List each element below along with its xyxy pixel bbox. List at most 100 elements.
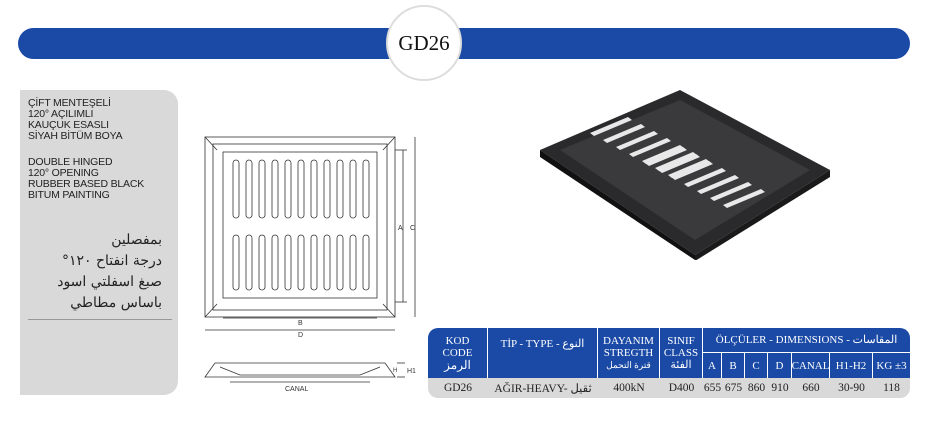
- header-text: KOD: [445, 335, 470, 347]
- desc-line: بمفصلين: [111, 232, 162, 248]
- header-text: CLASS: [663, 347, 699, 359]
- cell-strength: 400kN: [613, 382, 645, 394]
- label-c: C: [410, 225, 415, 232]
- cell-type: AĞIR-HEAVY- ثقيل: [494, 383, 592, 395]
- product-code: GD26: [398, 30, 450, 55]
- header-text: TİP - TYPE - النوع: [500, 338, 585, 350]
- header-b: B: [722, 352, 745, 378]
- grate-slot: [697, 175, 739, 194]
- grate-slot: [349, 159, 357, 219]
- grate-slot: [323, 159, 331, 219]
- grate-slot: [297, 234, 305, 291]
- cell-a: 655: [703, 382, 722, 394]
- label-a: A: [398, 225, 403, 232]
- header-canal: CANAL: [792, 352, 830, 378]
- desc-line: صبغ اسفلتي اسود: [57, 274, 162, 290]
- header-kg: KG ±3: [873, 352, 910, 378]
- desc-line: SİYAH BİTÜM BOYA: [28, 130, 123, 142]
- desc-line: 120° OPENING: [28, 167, 99, 179]
- label-d: D: [298, 332, 303, 339]
- grate-slot: [629, 138, 671, 157]
- desc-line: BITUM PAINTING: [28, 189, 110, 201]
- cell-b: 675: [724, 382, 743, 394]
- grate-slot: [616, 131, 658, 150]
- desc-line: 120° AÇILIMLI: [28, 108, 94, 120]
- grate-slot: [271, 159, 279, 219]
- cell-d: 910: [771, 382, 789, 394]
- desc-line: ÇİFT MENTEŞELİ: [28, 97, 111, 109]
- header-d: D: [768, 352, 792, 378]
- header-a: A: [703, 352, 722, 378]
- label-b: B: [298, 320, 303, 327]
- grate-slot: [245, 234, 253, 291]
- grate-slot: [245, 159, 253, 219]
- header-class: SINIF CLASS الفئة: [660, 328, 703, 378]
- grate-slot: [323, 234, 331, 291]
- grate-slot: [362, 234, 370, 291]
- header-text: الفئة: [670, 359, 692, 371]
- cell-canal: 660: [802, 382, 820, 394]
- grate-slot: [284, 234, 292, 291]
- desc-line: RUBBER BASED BLACK: [28, 178, 145, 190]
- label-h1: H1: [407, 368, 416, 375]
- product-photo: [540, 90, 830, 260]
- english-description: DOUBLE HINGED 120° OPENING RUBBER BASED …: [28, 157, 144, 201]
- grate-slot: [258, 234, 266, 291]
- table-row: GD26 AĞIR-HEAVY- ثقيل 400kN D400 655 675…: [428, 378, 910, 398]
- specification-table: KOD CODE الرمز TİP - TYPE - النوع DAYANI…: [428, 328, 910, 398]
- desc-line: درجة انفتاح ١٢٠°: [61, 253, 162, 269]
- header-code: KOD CODE الرمز: [428, 328, 488, 378]
- grate-slot: [603, 124, 645, 143]
- header-text: ÖLÇÜLER - DIMENSIONS - المقاسات: [715, 334, 898, 346]
- description-panel: ÇİFT MENTEŞELİ 120° AÇILIMLI KAUÇUK ESAS…: [20, 90, 178, 395]
- grate-slot: [336, 234, 344, 291]
- top-view-drawing: A C B D: [204, 136, 416, 339]
- grate-slot: [232, 159, 240, 219]
- header-strength: DAYANIM STREGTH قترة التحمل: [598, 328, 660, 378]
- divider: [28, 319, 172, 320]
- grate-slot: [655, 152, 697, 171]
- header-text: STREGTH: [603, 347, 654, 359]
- product-code-badge: GD26: [386, 5, 462, 81]
- grate-slot: [284, 159, 292, 219]
- grate-slot: [271, 234, 279, 291]
- side-view-drawing: H H1 CANAL: [204, 362, 416, 393]
- grate-slot: [258, 159, 266, 219]
- cell-kg: 118: [883, 382, 900, 394]
- cell-c: 860: [747, 382, 766, 394]
- turkish-description: ÇİFT MENTEŞELİ 120° AÇILIMLI KAUÇUK ESAS…: [28, 97, 123, 142]
- grate-slot: [232, 234, 240, 291]
- grate-slot: [310, 159, 318, 219]
- grate-slot: [671, 161, 713, 180]
- header-type: TİP - TYPE - النوع: [488, 328, 598, 378]
- cell-h1-h2: 30-90: [838, 382, 865, 394]
- title-banner: [18, 28, 910, 59]
- grate-slot: [668, 159, 710, 178]
- header-text: SINIF: [667, 335, 695, 347]
- header-h1-h2: H1-H2: [830, 352, 873, 378]
- grate-slot: [310, 234, 318, 291]
- grate-slot: [658, 154, 700, 173]
- header-text: قترة التحمل: [606, 360, 651, 370]
- grate-slot: [645, 147, 687, 166]
- label-canal: CANAL: [285, 386, 308, 393]
- desc-line: KAUÇUK ESASLI: [28, 119, 109, 131]
- header-text: CODE: [442, 347, 473, 359]
- label-h: H: [393, 368, 397, 374]
- header-dimensions: ÖLÇÜLER - DIMENSIONS - المقاسات: [703, 328, 910, 352]
- desc-line: باساس مطاطي: [70, 295, 162, 311]
- grate-slot: [590, 117, 632, 136]
- grate-slot: [297, 159, 305, 219]
- cell-code: GD26: [443, 382, 473, 394]
- header-text: الرمز: [444, 358, 471, 372]
- grate-slot: [723, 189, 765, 208]
- desc-line: DOUBLE HINGED: [28, 156, 113, 168]
- grate-slot: [362, 159, 370, 219]
- cell-class: D400: [668, 382, 695, 394]
- grate-slot: [642, 145, 684, 164]
- grate-slot: [336, 159, 344, 219]
- grate-slot: [349, 234, 357, 291]
- grate-slot: [684, 168, 726, 187]
- grate-slot: [710, 182, 752, 201]
- header-text: DAYANIM: [603, 335, 654, 347]
